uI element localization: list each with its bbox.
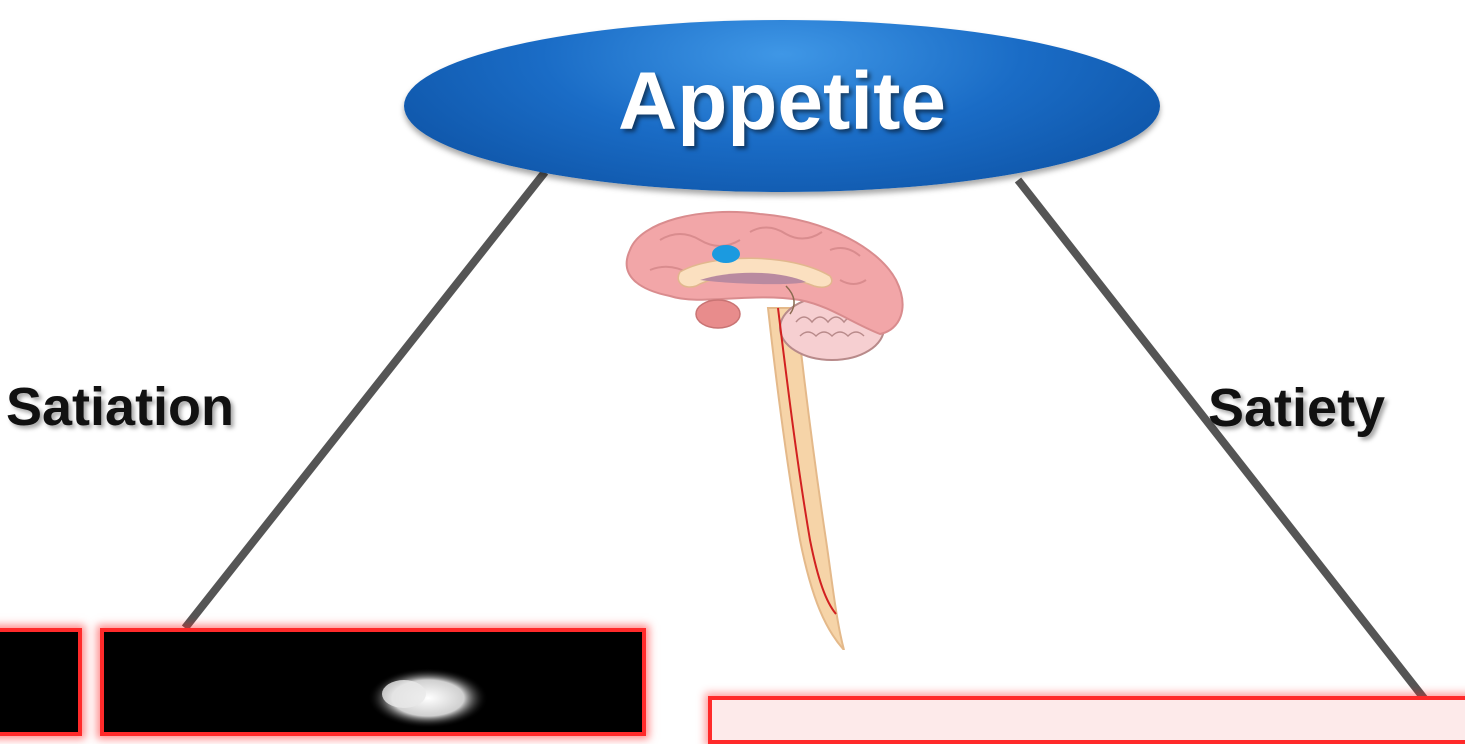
left-image-panel (100, 628, 646, 736)
appetite-label: Appetite (618, 55, 946, 149)
right-connector-line (1018, 180, 1430, 706)
appetite-node: Appetite (404, 20, 1160, 192)
satiety-label: Satiety (1208, 377, 1385, 439)
scan-image (104, 632, 642, 732)
left-image-panel-small (0, 628, 82, 736)
right-image-panel (708, 696, 1465, 744)
appetite-diagram: Appetite Satiation Satiety (0, 0, 1465, 706)
hypothalamus-dot (712, 245, 740, 263)
satiation-label: Satiation (6, 376, 234, 438)
left-connector-line (185, 172, 545, 628)
brain-icon (600, 210, 940, 650)
